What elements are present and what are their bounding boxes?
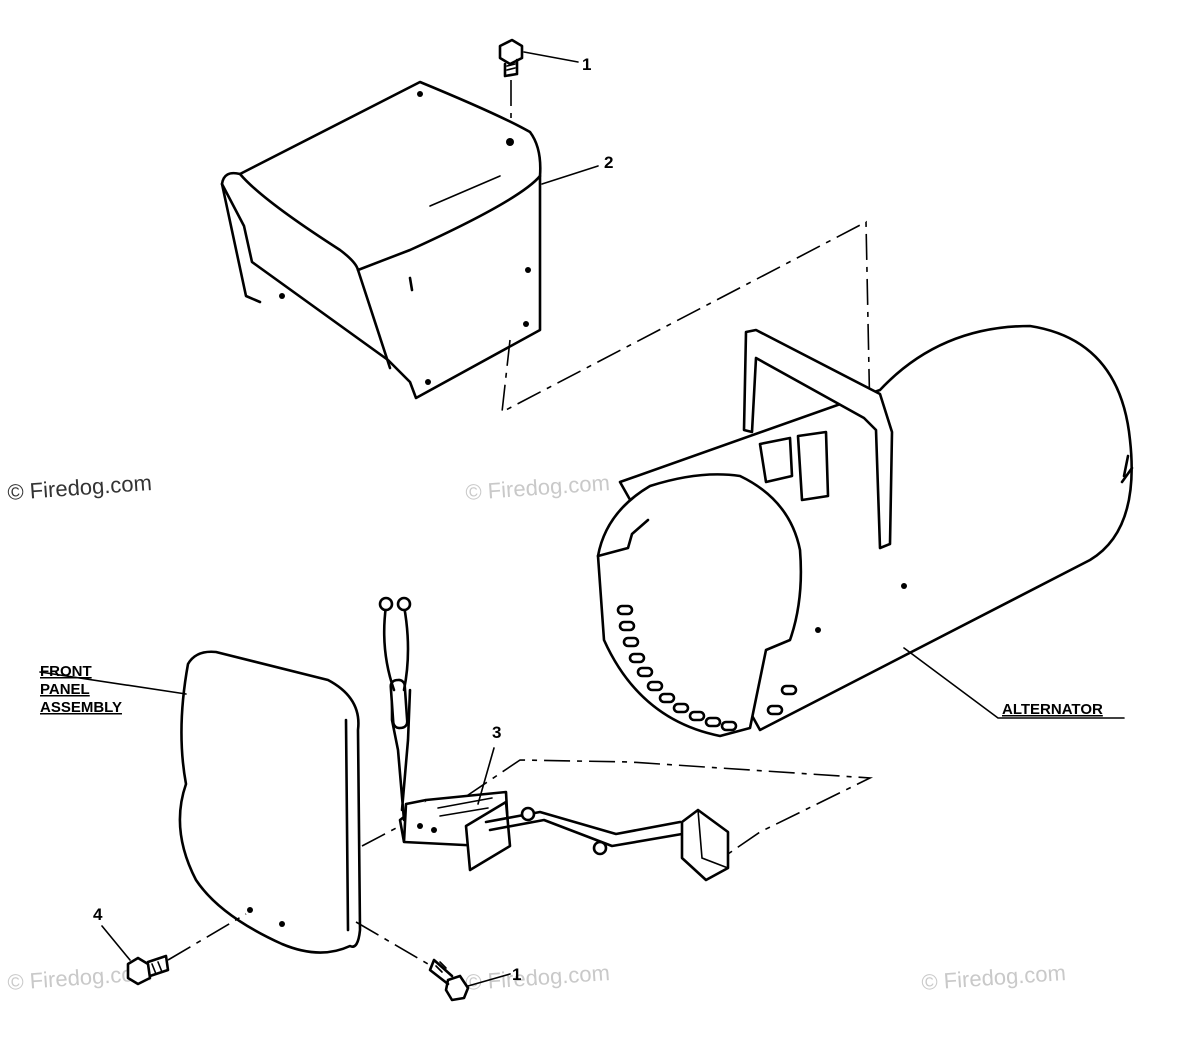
callout-3: 3	[492, 723, 501, 742]
bottom-screw: 1	[355, 921, 521, 1002]
front-panel-label-line1: FRONT	[40, 663, 92, 680]
front-panel-label-line3: ASSEMBLY	[40, 699, 122, 716]
alternator-label: ALTERNATOR	[1002, 701, 1103, 718]
callout-4: 4	[93, 905, 103, 924]
callout-2: 2	[604, 153, 613, 172]
front-panel-assembly: FRONT PANEL ASSEMBLY	[39, 650, 362, 954]
callout-1-top: 1	[582, 55, 591, 74]
watermark-bottom-center: © Firedog.com	[465, 960, 611, 995]
module-assembly: 3	[361, 596, 874, 882]
watermark-left: © Firedog.com	[7, 470, 153, 505]
vent-slots	[616, 604, 798, 732]
callout-1-bottom: 1	[512, 965, 521, 984]
front-panel-label-line2: PANEL	[40, 681, 90, 698]
left-bolt: 4	[93, 905, 247, 986]
watermark-center: © Firedog.com	[465, 470, 611, 505]
alternator-cover: 2	[220, 80, 871, 421]
alternator: ALTERNATOR	[596, 324, 1134, 738]
watermark-bottom-right: © Firedog.com	[921, 960, 1067, 995]
